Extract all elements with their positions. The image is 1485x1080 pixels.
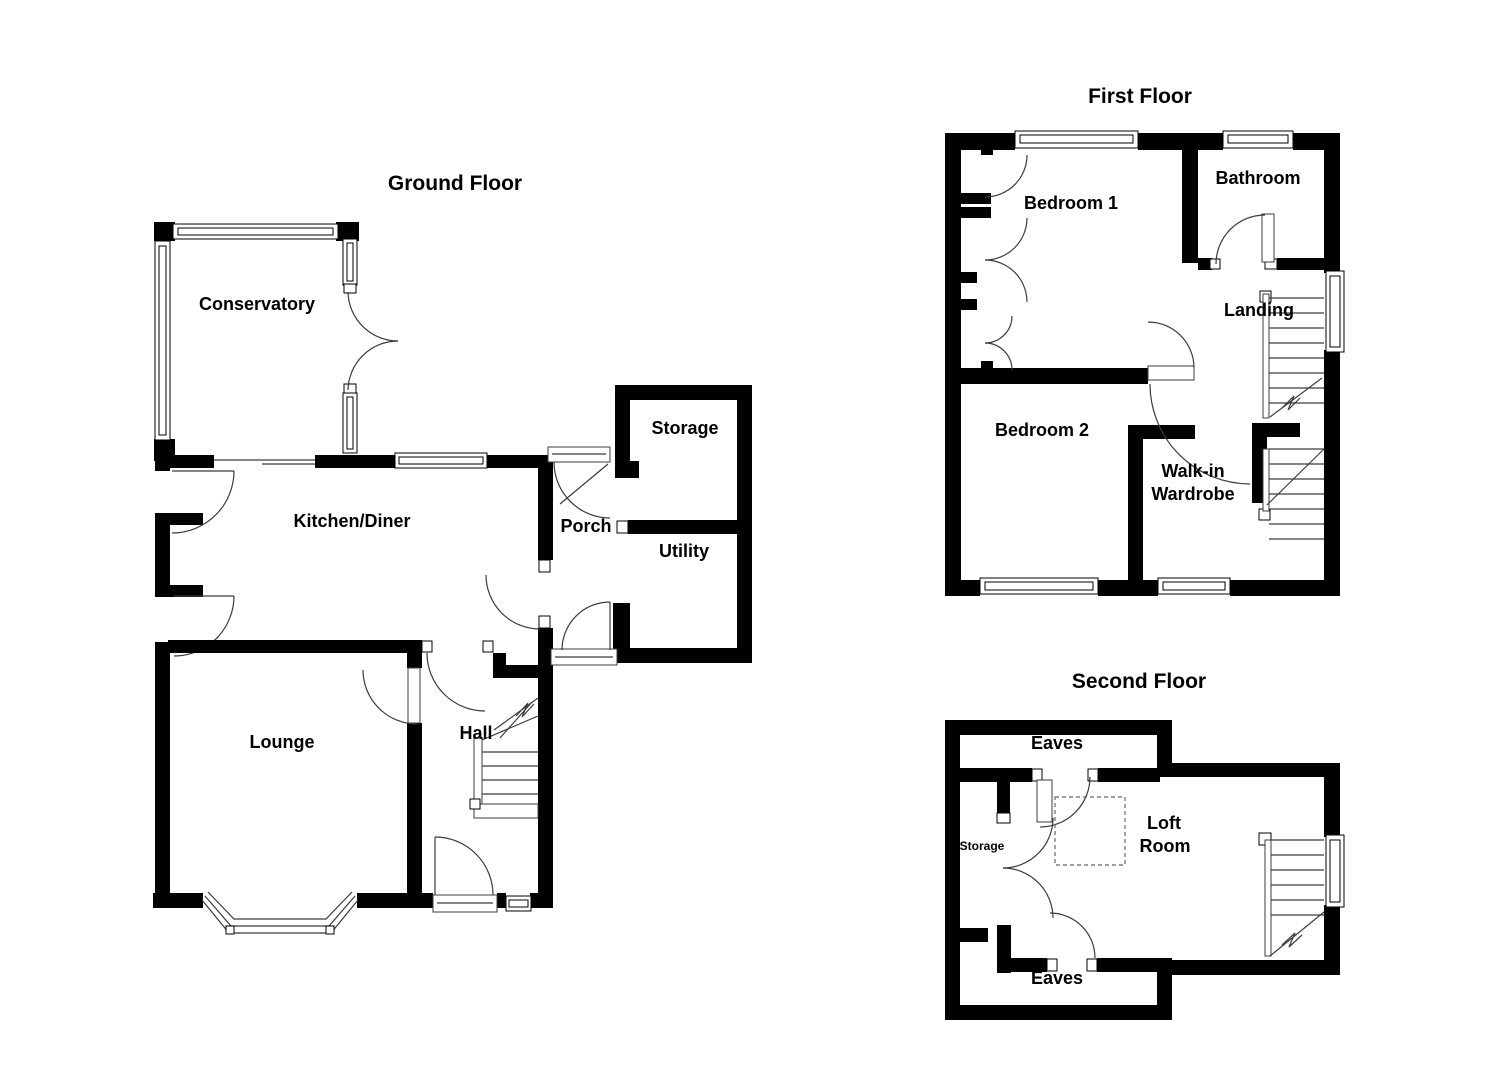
bathroom-door xyxy=(1215,213,1275,265)
kitchen-side-door-2 xyxy=(173,595,235,657)
first-floor-title: First Floor xyxy=(1088,85,1192,108)
lounge-hall-structure xyxy=(153,653,553,935)
bedroom1-wardrobes xyxy=(961,148,1028,371)
conservatory-right-window-lower xyxy=(342,392,358,454)
porch-top-door xyxy=(547,446,611,519)
second-floor-staircase xyxy=(1258,832,1325,957)
room-label-eaves-bottom: Eaves xyxy=(1031,968,1083,988)
room-label-eaves-top: Eaves xyxy=(1031,733,1083,753)
second-floor-title: Second Floor xyxy=(1072,670,1206,693)
second-floor-plan: Second Floor Eaves Storage Loft Room Eav… xyxy=(945,670,1345,1020)
room-label-lounge: Lounge xyxy=(250,732,315,752)
conservatory-left-window xyxy=(154,240,171,441)
room-label-utility: Utility xyxy=(659,541,709,561)
walk-in-wardrobe-door xyxy=(1149,383,1251,485)
first-floor-windows xyxy=(979,130,1345,595)
first-floor-plan: First Floor Bedroom 1 Bathroom Landing B… xyxy=(945,85,1345,596)
ground-floor-plan: Ground Floor Conservatory Kitchen/Diner … xyxy=(153,172,752,935)
bay-window xyxy=(201,891,359,935)
room-label-loft: Loft xyxy=(1147,813,1181,833)
room-label-hall: Hall xyxy=(459,723,492,743)
kitchen-window xyxy=(394,452,488,469)
stairs-up-arrow xyxy=(499,701,535,739)
bedroom1-door xyxy=(1147,321,1195,369)
room-label-bathroom: Bathroom xyxy=(1216,168,1301,188)
room-label-landing: Landing xyxy=(1224,300,1294,320)
first-floor-staircase xyxy=(1258,290,1325,540)
room-label-storage-gf: Storage xyxy=(651,418,718,438)
landing-window xyxy=(1325,270,1345,353)
loft-hatch-dashed-outline xyxy=(1054,796,1126,866)
porch-kitchen-door xyxy=(485,574,541,630)
lounge-door xyxy=(362,669,418,725)
room-label-porch: Porch xyxy=(560,516,611,536)
front-door xyxy=(432,836,498,913)
room-label-room: Room xyxy=(1140,836,1191,856)
first-floor-inner-walls xyxy=(958,150,1324,580)
conservatory-right-window-upper xyxy=(342,238,358,286)
walk-in-wardrobe-window xyxy=(1157,577,1231,595)
porch-storage-utility-structure xyxy=(547,385,752,666)
first-floor-doors xyxy=(1147,213,1275,485)
loft-right-window xyxy=(1325,834,1345,908)
room-label-bedroom-2: Bedroom 2 xyxy=(995,420,1089,440)
room-label-kitchen-diner: Kitchen/Diner xyxy=(293,511,410,531)
first-floor-outer-walls xyxy=(945,133,1340,596)
eaves-bottom-door xyxy=(1049,912,1096,959)
conservatory-structure xyxy=(154,222,399,461)
kitchen-structure xyxy=(155,452,553,908)
second-floor-doors xyxy=(1002,776,1096,959)
storage-doors xyxy=(1002,817,1054,919)
kitchen-hall-door xyxy=(426,652,486,712)
second-floor-outer-walls xyxy=(945,720,1340,1020)
room-label-bedroom-1: Bedroom 1 xyxy=(1024,193,1118,213)
porch-bottom-door xyxy=(550,601,618,666)
second-floor-inner-walls xyxy=(945,768,1172,973)
front-sidelight-window xyxy=(505,895,532,912)
bedroom1-window xyxy=(1014,130,1139,149)
kitchen-side-door-1 xyxy=(171,470,235,534)
conservatory-top-window xyxy=(172,223,339,240)
hall-staircase xyxy=(469,697,539,819)
room-label-storage-sf: Storage xyxy=(960,839,1005,853)
room-label-conservatory: Conservatory xyxy=(199,294,315,314)
room-label-walk-in: Walk-in xyxy=(1161,461,1224,481)
room-label-wardrobe: Wardrobe xyxy=(1151,484,1234,504)
stairs-up-arrow-first xyxy=(1269,377,1323,418)
bedroom2-window xyxy=(979,577,1099,595)
stairs-up-arrow-second xyxy=(1269,911,1325,957)
ground-floor-title: Ground Floor xyxy=(388,172,522,195)
eaves-top-door xyxy=(1036,776,1091,828)
bathroom-window xyxy=(1222,130,1294,149)
conservatory-french-doors xyxy=(347,291,399,391)
